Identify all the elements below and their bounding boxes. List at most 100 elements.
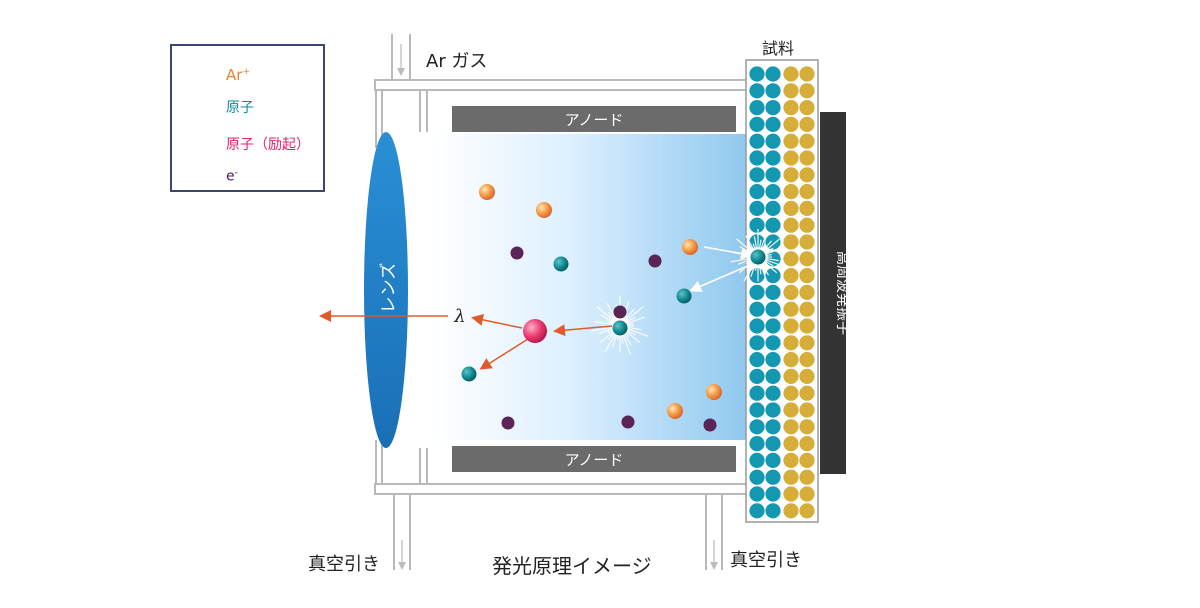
substrate-atom: [799, 217, 815, 233]
substrate-atom: [799, 335, 815, 351]
sample-atom: [765, 268, 781, 284]
sample-atom: [765, 419, 781, 435]
sample-atom: [749, 486, 765, 502]
sample-atom: [765, 368, 781, 384]
substrate-atom: [799, 100, 815, 116]
substrate-atom: [799, 469, 815, 485]
substrate-atom: [799, 402, 815, 418]
sample-atoms-grid: [749, 66, 815, 519]
substrate-atom: [799, 503, 815, 519]
legend-item-electron: e-: [172, 164, 322, 188]
anode-bottom: [452, 446, 736, 472]
substrate-atom: [783, 100, 799, 116]
sample-atom: [749, 352, 765, 368]
substrate-atom: [799, 436, 815, 452]
vacuum-pipe-left: [393, 494, 411, 570]
ar-ion: [667, 403, 683, 419]
substrate-atom: [799, 452, 815, 468]
substrate-atom: [783, 251, 799, 267]
anode-bottom-label: アノード: [565, 451, 624, 469]
sample-atom: [765, 167, 781, 183]
sample-atom: [749, 234, 765, 250]
sample-atom: [749, 133, 765, 149]
substrate-atom: [783, 436, 799, 452]
chamber-bottom-wall: [374, 483, 752, 495]
electron: [621, 415, 635, 429]
relaxed-atom-arrow: [479, 338, 529, 370]
gas-inlet-pipe: [391, 34, 411, 80]
substrate-atom: [783, 469, 799, 485]
oscillator-label: 高周波発振子: [834, 251, 851, 335]
sample-atom: [749, 83, 765, 99]
sample-atom: [749, 469, 765, 485]
anode-top: [452, 106, 736, 132]
sample-atom: [765, 217, 781, 233]
sample-atom: [749, 452, 765, 468]
sample-atom: [749, 368, 765, 384]
excited-atom: [523, 319, 547, 343]
sample-atom: [765, 335, 781, 351]
sample-atom: [765, 100, 781, 116]
legend-item-ar-ion: Ar+: [172, 62, 322, 86]
sample-atom: [765, 402, 781, 418]
substrate-atom: [799, 133, 815, 149]
atom: [750, 249, 766, 265]
atom: [553, 256, 569, 272]
substrate-atom: [783, 335, 799, 351]
substrate-atom: [783, 150, 799, 166]
substrate-atom: [783, 83, 799, 99]
substrate-atom: [783, 217, 799, 233]
substrate-atom: [783, 452, 799, 468]
sample-atom: [749, 150, 765, 166]
sputtered-atom-arrow: [689, 263, 753, 292]
sample-label: 試料: [762, 39, 795, 58]
sample-atom: [749, 116, 765, 132]
electron: [501, 416, 515, 430]
particles: [461, 184, 766, 432]
substrate-atom: [783, 318, 799, 334]
substrate-atom: [799, 268, 815, 284]
ion-impact-arrow: [703, 246, 753, 260]
sample-atom: [765, 150, 781, 166]
ar-ion: [536, 202, 552, 218]
atom: [612, 320, 628, 336]
sample-atom: [749, 167, 765, 183]
lambda-label: λ: [453, 306, 465, 327]
substrate-atom: [799, 184, 815, 200]
sample-atom: [749, 301, 765, 317]
ar-ion: [479, 184, 495, 200]
sample-atom: [749, 100, 765, 116]
anode-top-label: アノード: [565, 111, 624, 129]
legend-label-atom: 原子: [226, 100, 254, 116]
legend-label-electron: e: [226, 168, 235, 185]
vacuum-pipe-right: [705, 494, 723, 570]
substrate-atom: [783, 301, 799, 317]
electron: [613, 305, 627, 319]
vacuum-left-label: 真空引き: [308, 554, 380, 575]
sample-atom: [749, 184, 765, 200]
substrate-atom: [783, 284, 799, 300]
substrate-atom: [783, 66, 799, 82]
sample-atom: [765, 200, 781, 216]
substrate-atom: [783, 503, 799, 519]
sample-atom: [765, 284, 781, 300]
diagram-caption: 発光原理イメージ: [492, 554, 652, 578]
substrate-atom: [799, 301, 815, 317]
legend-label-excited-atom: 原子（励起）: [226, 137, 310, 153]
substrate-atom: [783, 184, 799, 200]
substrate-atom: [783, 200, 799, 216]
sample-atom: [765, 116, 781, 132]
sample-atom: [749, 436, 765, 452]
substrate-atom: [799, 368, 815, 384]
substrate-atom: [799, 150, 815, 166]
substrate-atom: [799, 385, 815, 401]
sample-atom: [749, 335, 765, 351]
sample-atom: [749, 217, 765, 233]
substrate-atom: [799, 200, 815, 216]
sample-atom: [765, 318, 781, 334]
sample-atom: [765, 133, 781, 149]
substrate-atom: [783, 167, 799, 183]
substrate-atom: [799, 419, 815, 435]
